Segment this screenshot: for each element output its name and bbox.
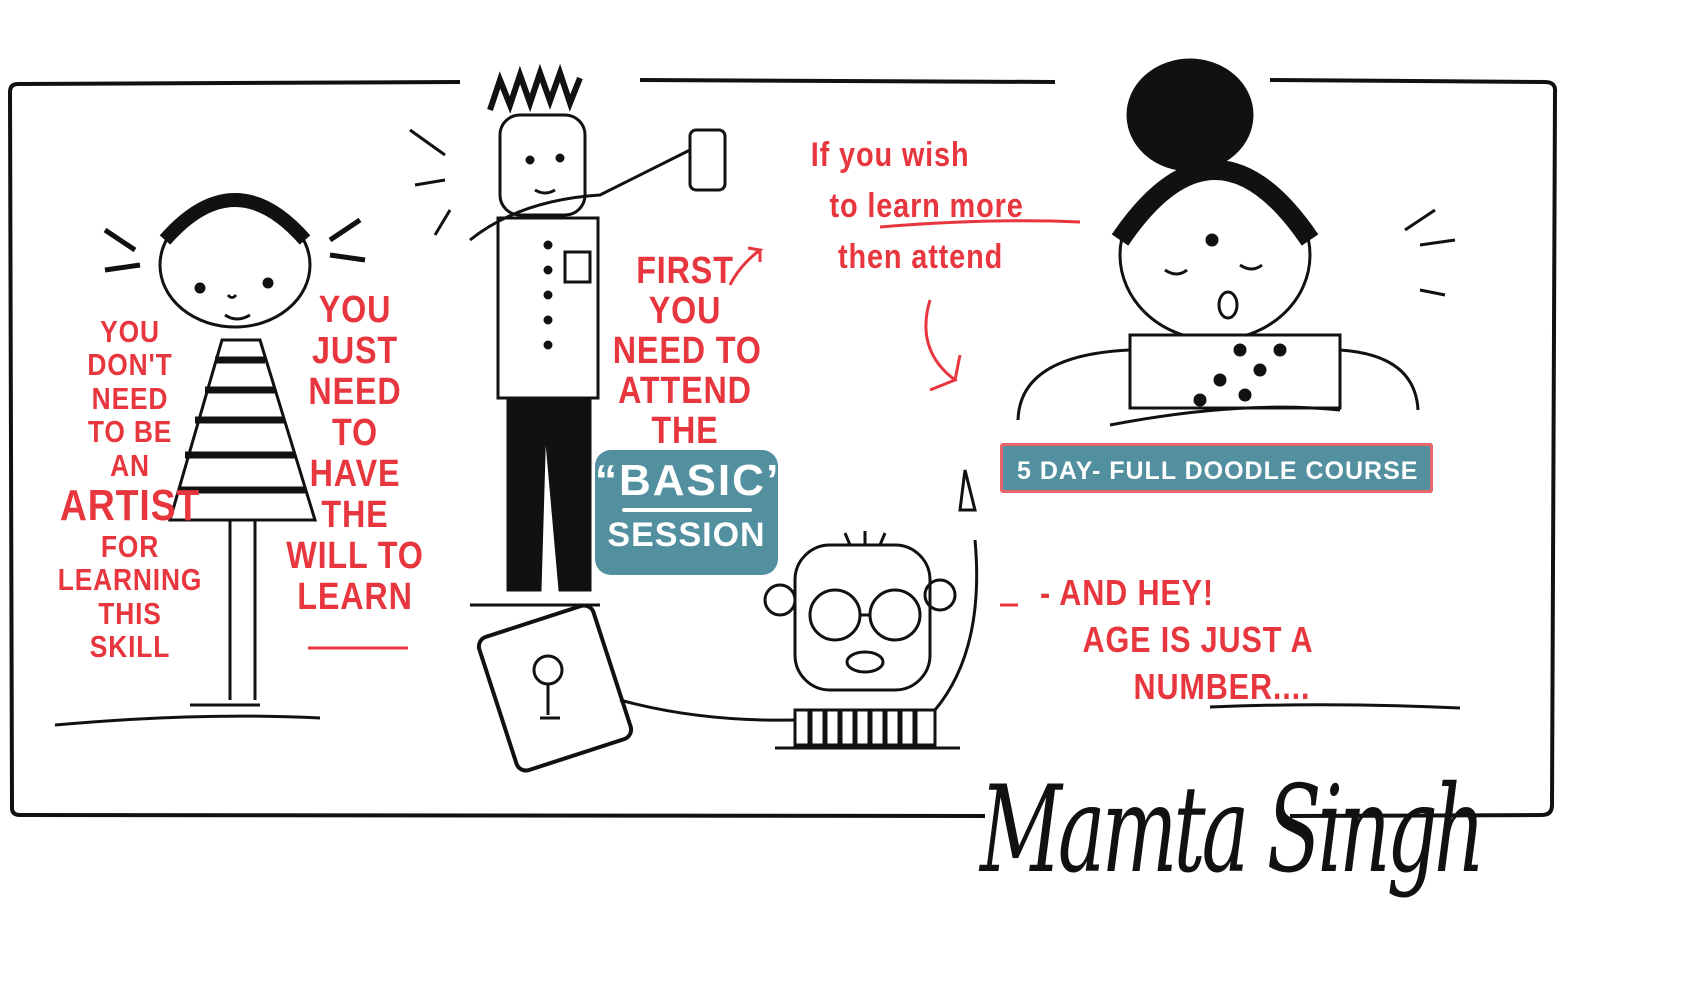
session-label: SESSION bbox=[607, 516, 766, 554]
first-caption: FirstYouNeed ToAttendThe bbox=[612, 250, 762, 452]
woman-figure bbox=[1016, 58, 1456, 427]
basic-title: “BASIC” bbox=[595, 456, 790, 505]
underline bbox=[308, 219, 1081, 650]
age-caption: - And Hey!Age is just aNumber.... bbox=[1040, 572, 1314, 707]
arrow-icon bbox=[924, 299, 962, 392]
underline bbox=[621, 508, 752, 512]
left-caption: YouDon'tNeedTo BeAnArtistForLearningThis… bbox=[57, 314, 203, 665]
girl-figure bbox=[54, 193, 366, 727]
old-man-figure bbox=[476, 469, 1461, 773]
course-banner: 5 DAY- FULL DOODLE COURSE bbox=[1000, 443, 1433, 493]
frame-border bbox=[7, 78, 1558, 818]
man-figure bbox=[409, 63, 727, 607]
artist-signature: Mamta Singh bbox=[980, 760, 1485, 900]
basic-session-box: “BASIC” SESSION bbox=[595, 450, 790, 575]
middle-caption: YouJustNeedToHaveTheWill ToLearn bbox=[286, 289, 424, 619]
arrow-icon bbox=[728, 246, 764, 286]
